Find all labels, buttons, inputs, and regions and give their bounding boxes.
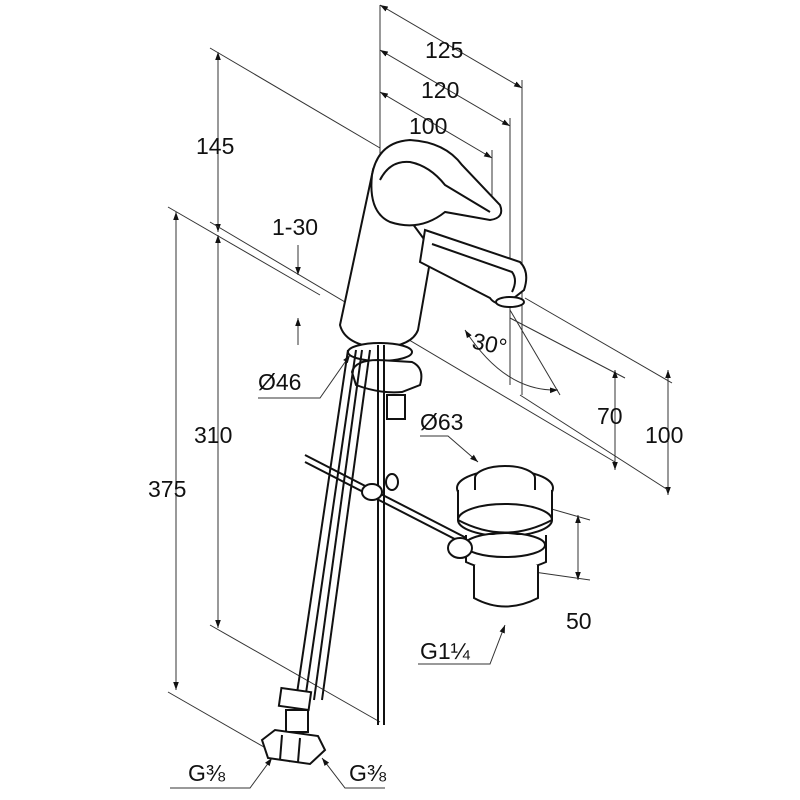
dim-100-top: 100 bbox=[409, 113, 447, 139]
faucet-body bbox=[338, 138, 528, 362]
dim-145: 145 bbox=[196, 133, 234, 159]
dim-375: 375 bbox=[148, 476, 186, 502]
drain-valve bbox=[447, 465, 554, 608]
dim-1-30: 1-30 bbox=[272, 214, 318, 240]
dim-diameter-46: Ø46 bbox=[258, 369, 301, 395]
thread-g3-8-left: G⅜ bbox=[188, 760, 226, 786]
dimension-labels: 125 120 100 145 1-30 30° Ø46 Ø63 310 375… bbox=[148, 37, 683, 786]
dimension-lines bbox=[167, 4, 673, 789]
mounting-and-hoses bbox=[260, 345, 481, 766]
dim-125: 125 bbox=[425, 37, 463, 63]
dim-120: 120 bbox=[421, 77, 459, 103]
dim-310: 310 bbox=[194, 422, 232, 448]
dim-100-right: 100 bbox=[645, 422, 683, 448]
dim-30-degrees: 30° bbox=[470, 328, 509, 361]
dim-50: 50 bbox=[566, 608, 592, 634]
dim-70: 70 bbox=[597, 403, 623, 429]
thread-g1-1-4: G1¼ bbox=[420, 638, 471, 664]
dim-diameter-63: Ø63 bbox=[420, 409, 463, 435]
thread-g3-8-right: G⅜ bbox=[349, 760, 387, 786]
